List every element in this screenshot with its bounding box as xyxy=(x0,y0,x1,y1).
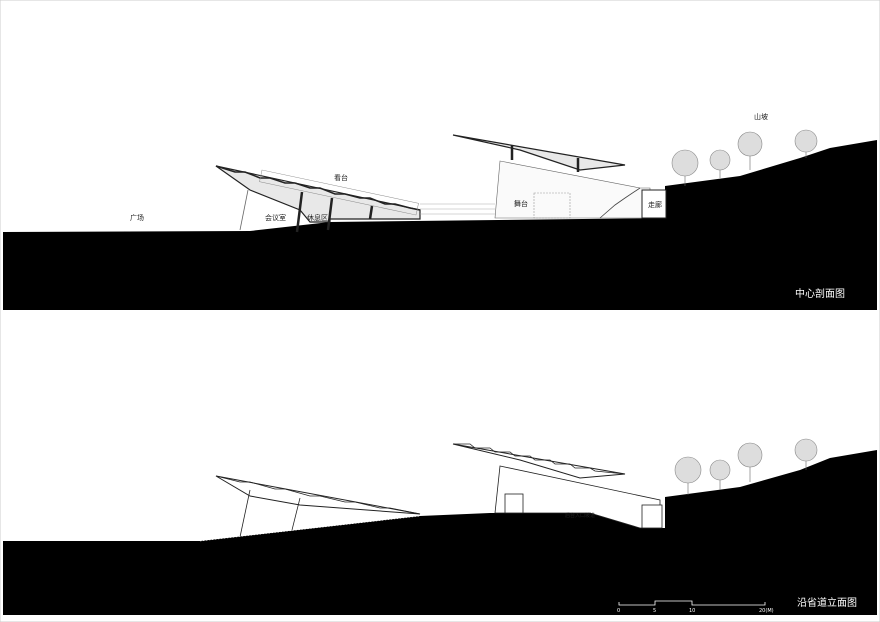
label-lounge: 休息区 xyxy=(307,213,328,222)
stage-frame xyxy=(533,192,571,219)
scale-tick: 0 xyxy=(617,608,620,614)
label-hillside: 山坡 xyxy=(754,112,768,121)
label-meeting-room: 会议室 xyxy=(265,213,286,222)
elevation-ground xyxy=(3,450,877,615)
label-plaza: 广场 xyxy=(130,213,144,222)
section-ground xyxy=(3,140,877,310)
stage-roof xyxy=(452,134,626,171)
column xyxy=(239,189,249,231)
road-elevation: 后台入口坡道 沿省道立面图 xyxy=(3,438,877,615)
scale-bar: 0 5 10 20(M) xyxy=(617,600,774,614)
backstage-building xyxy=(494,465,661,529)
elevation-title: 沿省道立面图 xyxy=(797,596,857,609)
label-stands: 看台 xyxy=(334,173,348,182)
scale-tick: 10 xyxy=(689,608,695,614)
scale-tick: 5 xyxy=(653,608,656,614)
elevation-trees xyxy=(674,438,818,495)
column xyxy=(368,205,374,220)
column xyxy=(295,191,304,233)
label-backstage-ramp: 后台入口坡道 xyxy=(565,512,595,519)
elevation-stands-roof xyxy=(215,475,421,515)
column xyxy=(326,197,334,231)
center-section: 广场 会议室 休息区 看台 舞台 走廊 山坡 中心剖面图 xyxy=(3,112,877,310)
section-title: 中心剖面图 xyxy=(795,287,845,300)
stands-steps xyxy=(215,165,421,211)
stands-railing xyxy=(259,169,419,216)
scale-tick: 20(M) xyxy=(759,608,774,614)
label-stage: 舞台 xyxy=(514,199,528,208)
trees xyxy=(671,129,818,186)
label-corridor: 走廊 xyxy=(648,200,662,209)
corridor-room xyxy=(641,189,667,219)
